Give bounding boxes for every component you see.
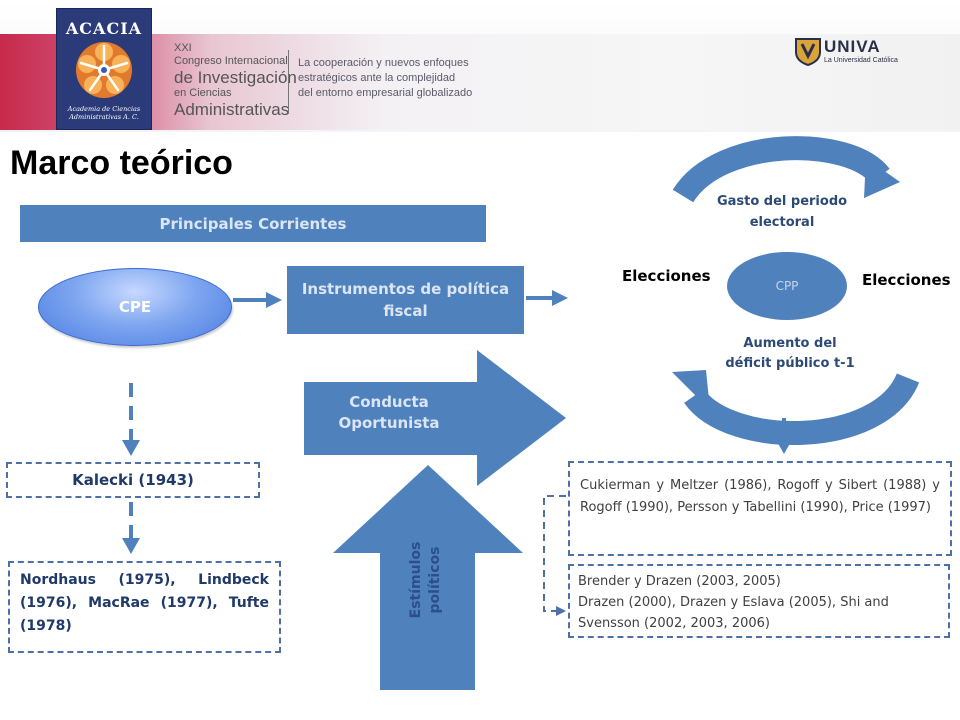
dashed-arrow-cpe-to-kalecki <box>122 383 140 456</box>
cpe-node: CPE <box>38 268 232 346</box>
cycle-top-arc <box>672 136 890 204</box>
principales-corrientes-box: Principales Corrientes <box>20 205 486 242</box>
brender-box: Brender y Drazen (2003, 2005) Drazen (20… <box>568 564 950 638</box>
congress-line: XXI <box>174 42 192 54</box>
kalecki-box: Kalecki (1943) <box>6 462 260 498</box>
acacia-logo: ACACIA Academia de Ciencias Administrati… <box>56 8 152 130</box>
tagline-line: estratégicos ante la complejidad <box>298 72 456 84</box>
tagline-line: del entorno empresarial globalizado <box>298 87 473 99</box>
conducta-arrow-shape <box>304 350 566 486</box>
arrow-cpe-to-instrumentos <box>233 292 282 308</box>
congress-title: XXI Congreso Internacional de Investigac… <box>174 42 297 119</box>
congress-line: de Investigación <box>174 68 297 87</box>
univa-shield-icon <box>795 38 821 66</box>
univa-logo-subtitle: La Universidad Católica <box>824 57 898 64</box>
cukierman-box: Cukierman y Meltzer (1986), Rogoff y Sib… <box>568 461 952 556</box>
brender-line: Drazen (2000), Drazen y Eslava (2005), S… <box>578 595 889 610</box>
congress-line: Administrativas <box>174 100 290 119</box>
nordhaus-box: Nordhaus (1975), Lindbeck (1976), MacRae… <box>8 561 281 653</box>
brender-line: Brender y Drazen (2003, 2005) <box>578 574 781 589</box>
congress-line: Congreso Internacional <box>174 55 288 67</box>
conducta-oportunista-label: Conducta Oportunista <box>338 393 440 432</box>
instrumentos-box: Instrumentos de política fiscal <box>287 266 524 334</box>
cpp-node: CPP <box>727 252 847 320</box>
acacia-flower-icon <box>76 42 132 98</box>
acacia-logo-caption: Academia de Ciencias Administrativas A. … <box>67 105 141 121</box>
arrow-instrumentos-to-cycle <box>526 290 568 306</box>
elecciones-left-label: Elecciones <box>622 267 711 285</box>
acacia-logo-title: ACACIA <box>65 19 143 38</box>
congress-line: en Ciencias <box>174 87 232 99</box>
dashed-bracket-literature <box>543 495 566 616</box>
tagline-line: La cooperación y nuevos enfoques <box>298 57 469 69</box>
dashed-arrow-kalecki-to-nordhaus <box>122 502 140 554</box>
estimulos-arrow-shape <box>333 465 523 690</box>
congress-tagline: La cooperación y nuevos enfoques estraté… <box>298 56 472 101</box>
page-title: Marco teórico <box>10 144 233 182</box>
cycle-bottom-arrowhead <box>672 370 710 410</box>
header-banner: ACACIA Academia de Ciencias Administrati… <box>0 0 960 132</box>
cycle-top-arrowhead <box>864 158 900 198</box>
univa-logo-name: UNIVA <box>824 37 881 56</box>
estimulos-politicos-label: Estímulos políticos <box>408 541 443 619</box>
cycle-bottom-arc <box>684 372 920 445</box>
header-divider <box>288 50 289 114</box>
aumento-deficit-label: Aumento del déficit público t-1 <box>725 336 855 371</box>
brender-line: Svensson (2002, 2003, 2006) <box>578 616 770 631</box>
elecciones-right-label: Elecciones <box>862 271 951 289</box>
gasto-periodo-label: Gasto del periodo electoral <box>716 194 848 230</box>
